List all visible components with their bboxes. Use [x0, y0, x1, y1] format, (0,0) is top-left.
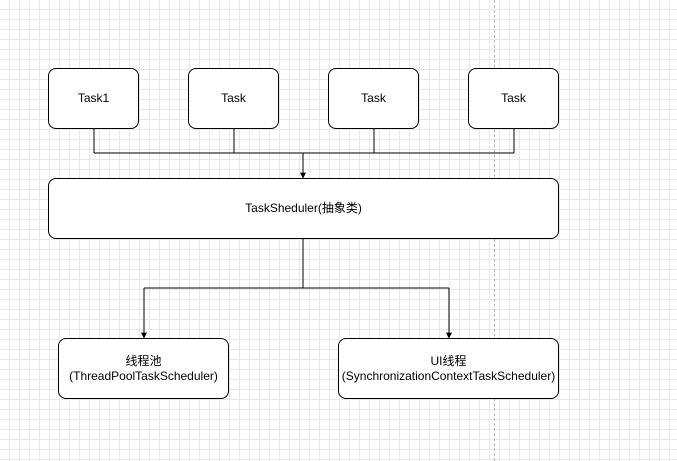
task2-node[interactable]: Task — [188, 68, 279, 129]
ui-thread-scheduler-node[interactable]: UI线程 (SynchronizationContextTaskSchedule… — [338, 338, 559, 399]
threadpool-title: 线程池 — [125, 353, 162, 368]
task1-node[interactable]: Task1 — [48, 68, 139, 129]
task1-label: Task1 — [77, 91, 110, 105]
task4-label: Task — [501, 91, 526, 105]
threadpool-scheduler-node[interactable]: 线程池 (ThreadPoolTaskScheduler) — [58, 338, 229, 399]
ui-thread-class: (SynchronizationContextTaskScheduler) — [341, 368, 556, 383]
task4-node[interactable]: Task — [468, 68, 559, 129]
task3-node[interactable]: Task — [328, 68, 419, 129]
task3-label: Task — [361, 91, 386, 105]
ui-thread-title: UI线程 — [430, 353, 467, 368]
task2-label: Task — [221, 91, 246, 105]
task-scheduler-label: TaskSheduler(抽象类) — [245, 201, 362, 215]
threadpool-class: (ThreadPoolTaskScheduler) — [69, 368, 218, 383]
task-scheduler-node[interactable]: TaskSheduler(抽象类) — [48, 178, 559, 239]
